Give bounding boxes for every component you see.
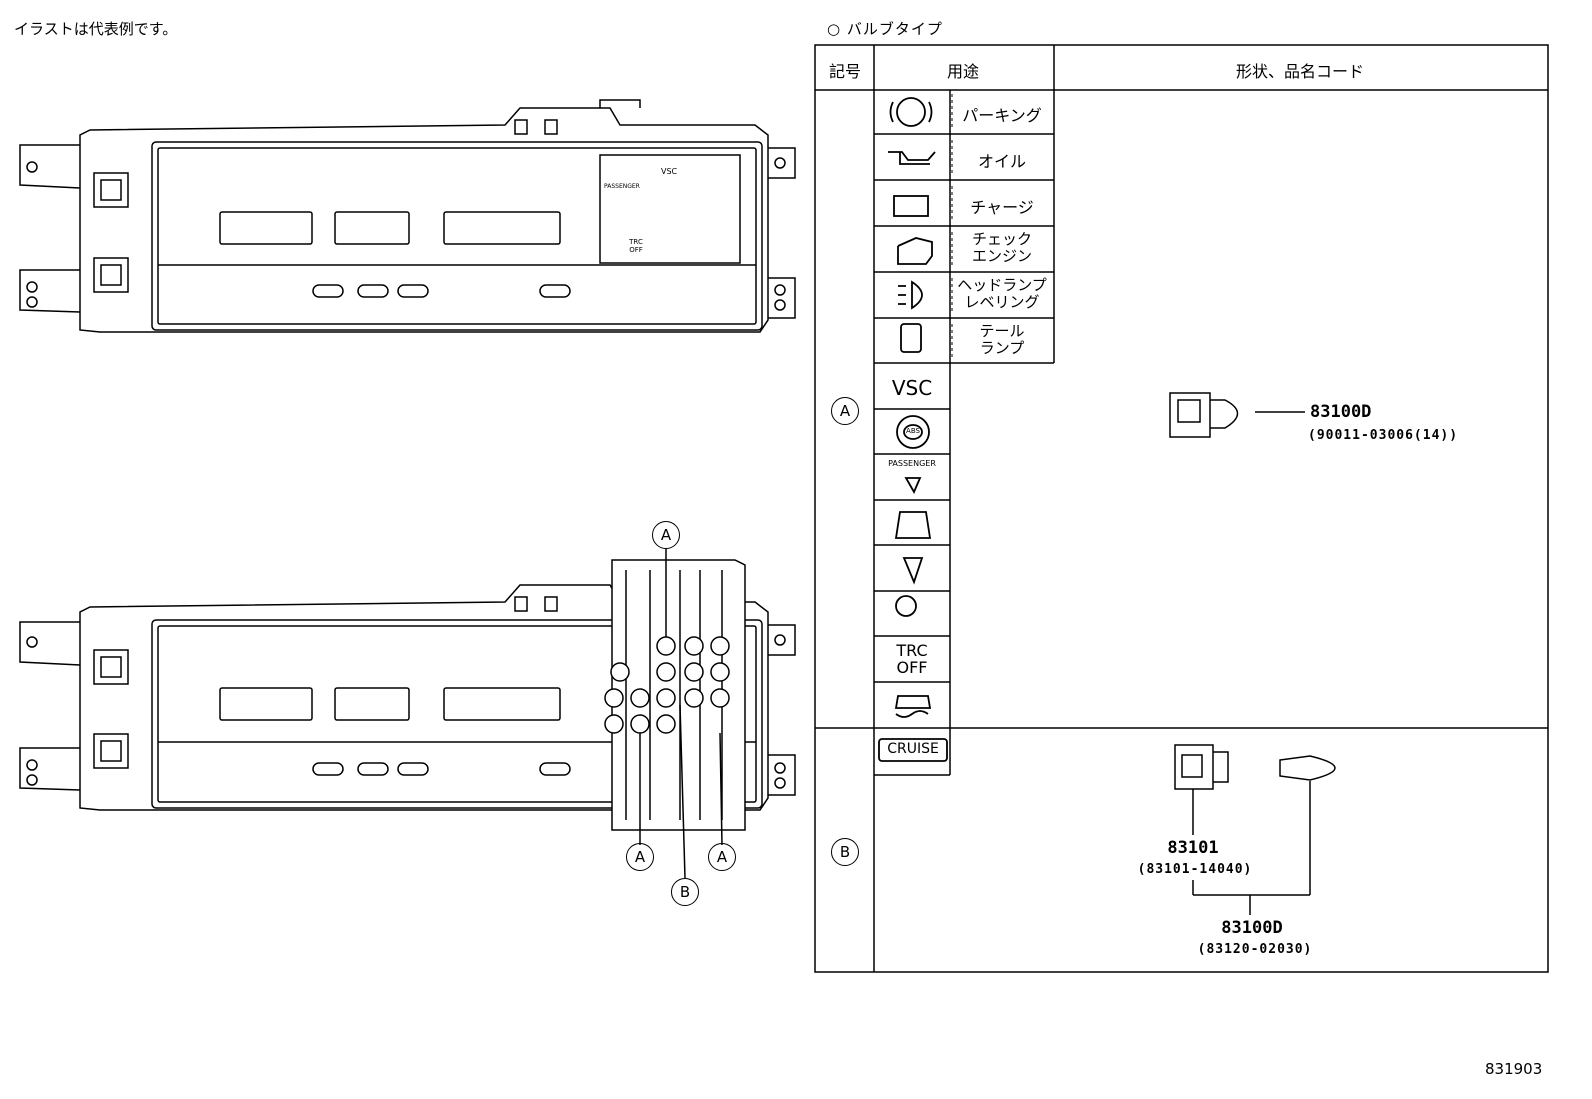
use-oil: オイル	[977, 152, 1027, 171]
airbag-icon	[895, 595, 917, 617]
bulb-table	[814, 44, 1549, 973]
cluster-trc-off-label: TRC OFF	[629, 238, 643, 254]
indicator-vsc: VSC	[891, 376, 933, 400]
door-icon	[894, 511, 932, 539]
use-tail-lamp: テール ランプ	[979, 322, 1025, 357]
callout-a-top: A	[652, 521, 680, 549]
cluster-bottom	[19, 548, 796, 879]
indicator-trc-off: TRC OFF	[896, 641, 928, 677]
seatbelt-icon	[902, 557, 924, 585]
battery-icon	[893, 195, 929, 217]
header-symbol: 記号	[828, 62, 862, 81]
diagram-id: 831903	[1485, 1060, 1543, 1078]
bulb-a-drawing	[1169, 392, 1305, 438]
part-a-code: (90011-03006(14))	[1308, 428, 1459, 443]
illustration-note: イラストは代表例です。	[14, 20, 178, 38]
use-charge: チャージ	[970, 198, 1034, 217]
part-b-socket-code: (83101-14040)	[1137, 862, 1253, 877]
row-b-symbol: B	[831, 838, 859, 866]
use-check-engine: チェック エンジン	[971, 230, 1033, 265]
abs-icon	[903, 424, 923, 440]
header-use: 用途	[946, 62, 980, 81]
headlamp-leveling-icon	[898, 280, 923, 310]
callout-a-right: A	[708, 843, 736, 871]
table-icons	[878, 97, 948, 762]
part-b-bulb-code: (83120-02030)	[1197, 942, 1313, 957]
cruise-icon	[878, 738, 948, 762]
slip-indicator-icon	[894, 695, 932, 718]
indicator-abs: ABS	[906, 427, 920, 435]
part-b-bulb-number: 83100D	[1221, 918, 1283, 938]
indicator-cruise: CRUISE	[887, 741, 939, 757]
cluster-vsc-label: VSC	[661, 167, 678, 176]
tail-lamp-icon	[900, 323, 922, 353]
parking-brake-icon	[889, 101, 933, 123]
part-b-socket-number: 83101	[1167, 838, 1219, 858]
bulb-type-title: ○ バルブタイプ	[827, 20, 943, 38]
header-shape-code: 形状、品名コード	[1235, 62, 1365, 81]
row-a-symbol: A	[831, 397, 859, 425]
use-parking: パーキング	[962, 106, 1042, 125]
oil-icon	[888, 151, 936, 165]
use-headlamp-leveling: ヘッドランプ レベリング	[957, 276, 1047, 311]
cluster-top	[19, 99, 796, 333]
callout-b: B	[671, 878, 699, 906]
callout-a-left: A	[626, 843, 654, 871]
bulb-b-drawing	[1174, 744, 1336, 915]
part-a-number: 83100D	[1310, 402, 1372, 422]
parking-brake-icon	[896, 97, 926, 127]
cluster-passenger-label: PASSENGER	[604, 183, 640, 190]
check-engine-icon	[897, 237, 933, 265]
abs-icon	[896, 415, 930, 449]
passenger-seatbelt-icon	[904, 477, 922, 495]
indicator-passenger: PASSENGER	[888, 459, 936, 468]
